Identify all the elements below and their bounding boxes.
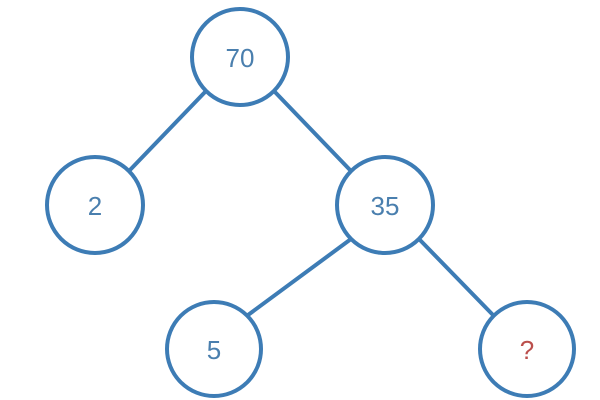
node-root[interactable]: 70 — [190, 7, 290, 107]
node-right-right-label: ? — [520, 335, 534, 365]
node-root-circle[interactable] — [190, 7, 290, 107]
node-right-left-circle[interactable] — [165, 300, 263, 398]
node-right-circle[interactable] — [335, 155, 435, 255]
node-right-label: 35 — [371, 191, 400, 221]
node-right-left-label: 5 — [207, 335, 221, 365]
node-right-right-circle[interactable] — [478, 300, 576, 398]
edge-root-to-right — [272, 89, 353, 173]
edge-right-to-right-right — [417, 237, 495, 317]
node-group: 70 2 35 5 ? — [45, 7, 576, 398]
node-right[interactable]: 35 — [335, 155, 435, 255]
edge-root-to-left — [127, 89, 208, 173]
edge-right-to-right-left — [246, 237, 353, 317]
node-root-label: 70 — [226, 43, 255, 73]
node-left-label: 2 — [88, 191, 102, 221]
node-left-circle[interactable] — [45, 155, 145, 255]
node-right-right[interactable]: ? — [478, 300, 576, 398]
node-left[interactable]: 2 — [45, 155, 145, 255]
edge-group — [127, 89, 495, 317]
node-right-left[interactable]: 5 — [165, 300, 263, 398]
